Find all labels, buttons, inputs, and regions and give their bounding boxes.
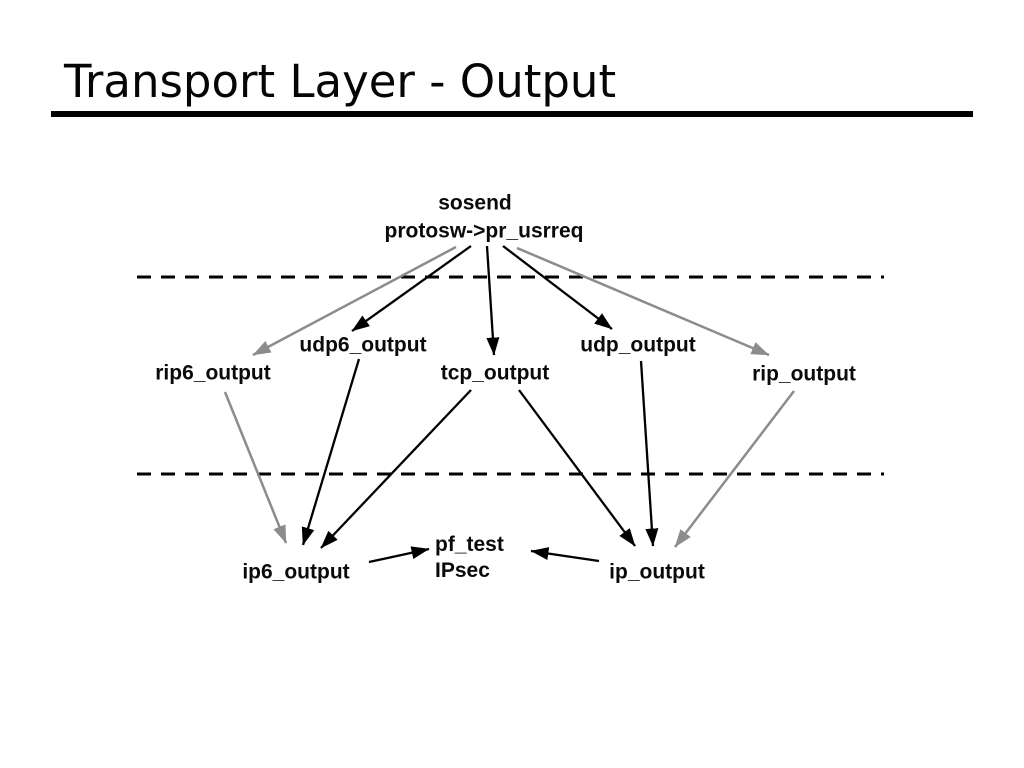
node-udp-output: udp_output	[580, 333, 696, 357]
edge-rip-output-to-ip-output	[674, 390, 795, 548]
title-underline	[51, 111, 973, 117]
slide-title: Transport Layer - Output	[64, 55, 617, 108]
edge-sosend-to-rip6-output	[252, 245, 457, 357]
node-ip-output: ip_output	[609, 560, 705, 584]
node-ipsec: IPsec	[435, 559, 490, 582]
node-rip-output: rip_output	[752, 362, 856, 386]
edge-tcp-output-to-ip-output	[518, 389, 636, 547]
edge-sosend-to-udp6-output	[351, 245, 472, 332]
node-udp6-output: udp6_output	[299, 333, 427, 357]
edge-tcp-output-to-ip6-output	[320, 389, 472, 549]
node-pf-test: pf_test	[435, 533, 504, 556]
node-protosw-pr-usrreq: protosw->pr_usrreq	[384, 219, 584, 243]
edge-ip6-output-to-pf-test	[368, 546, 430, 564]
node-sosend: sosend	[438, 191, 512, 215]
edge-ip-output-to-pf-test	[530, 547, 600, 563]
node-ip6-output: ip6_output	[242, 560, 350, 584]
edge-sosend-to-udp-output	[502, 245, 613, 330]
node-tcp-output: tcp_output	[440, 361, 550, 385]
edge-udp6-output-to-ip6-output	[301, 358, 361, 546]
edge-rip6-output-to-ip6-output	[223, 391, 288, 544]
node-pf-test-ipsec: pf_test IPsec	[435, 532, 504, 584]
edge-sosend-to-rip-output	[516, 246, 770, 357]
edge-udp-output-to-ip-output	[639, 360, 659, 547]
node-rip6-output: rip6_output	[155, 361, 271, 385]
edge-sosend-to-tcp-output	[485, 245, 500, 356]
